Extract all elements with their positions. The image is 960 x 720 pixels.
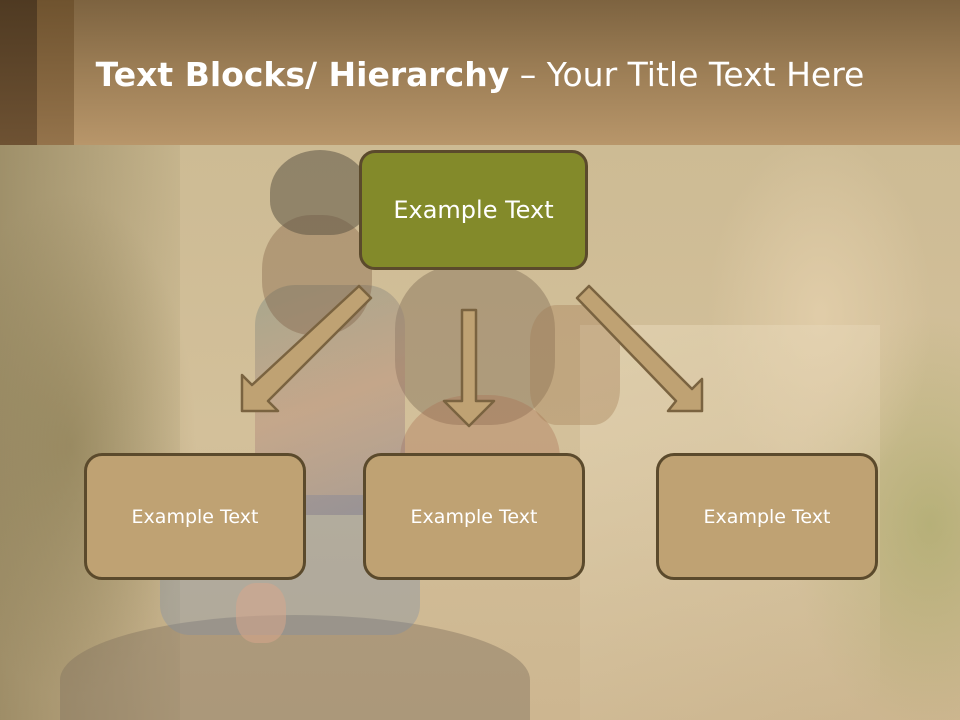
child-node-2[interactable]: Example Text	[363, 453, 585, 580]
slide-title-rest: – Your Title Text Here	[509, 55, 865, 94]
child-node-1[interactable]: Example Text	[84, 453, 306, 580]
root-node-label: Example Text	[393, 196, 554, 224]
header-accent-dark	[0, 0, 37, 145]
header-accent-mid	[37, 0, 74, 145]
slide-title[interactable]: Text Blocks/ Hierarchy – Your Title Text…	[0, 50, 960, 100]
child-node-label: Example Text	[131, 505, 259, 528]
forest-shade	[0, 145, 180, 720]
horse-back	[60, 615, 530, 720]
rider-hand	[236, 583, 286, 643]
saddle-bag	[530, 305, 620, 425]
child-node-3[interactable]: Example Text	[656, 453, 878, 580]
child-node-label: Example Text	[703, 505, 831, 528]
rider-helmet	[270, 150, 370, 235]
title-bar: Text Blocks/ Hierarchy – Your Title Text…	[0, 0, 960, 145]
root-node[interactable]: Example Text	[359, 150, 588, 270]
slide-title-bold: Text Blocks/ Hierarchy	[95, 55, 510, 94]
child-node-label: Example Text	[410, 505, 538, 528]
